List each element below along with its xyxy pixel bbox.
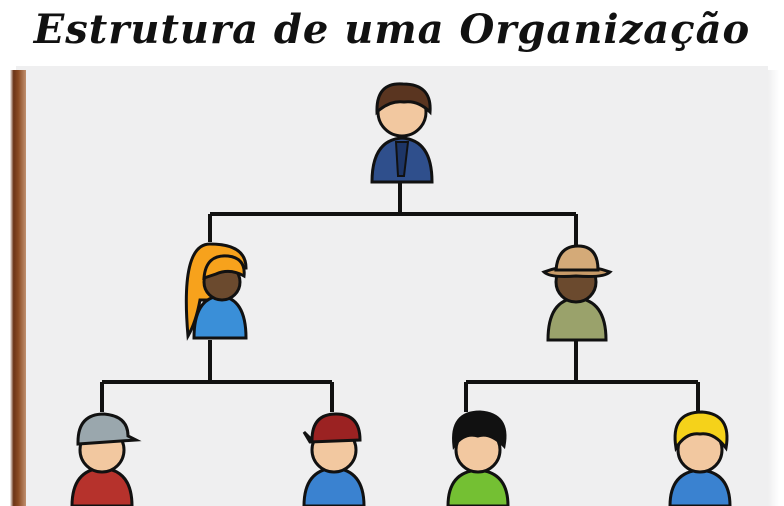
- person-worker-2-icon: [302, 412, 366, 506]
- right-edge: [768, 70, 784, 506]
- person-worker-1-icon: [70, 412, 142, 506]
- connector-lines: [100, 178, 700, 412]
- left-wood-edge: [0, 70, 26, 506]
- person-worker-3-icon: [446, 410, 510, 506]
- person-manager-left-icon: [184, 242, 248, 341]
- person-manager-right-icon: [541, 244, 613, 342]
- diagram-title: Estrutura de uma Organização: [33, 6, 751, 53]
- person-ceo-icon: [370, 82, 434, 184]
- person-worker-4-icon: [668, 410, 732, 506]
- title-band: [0, 0, 784, 66]
